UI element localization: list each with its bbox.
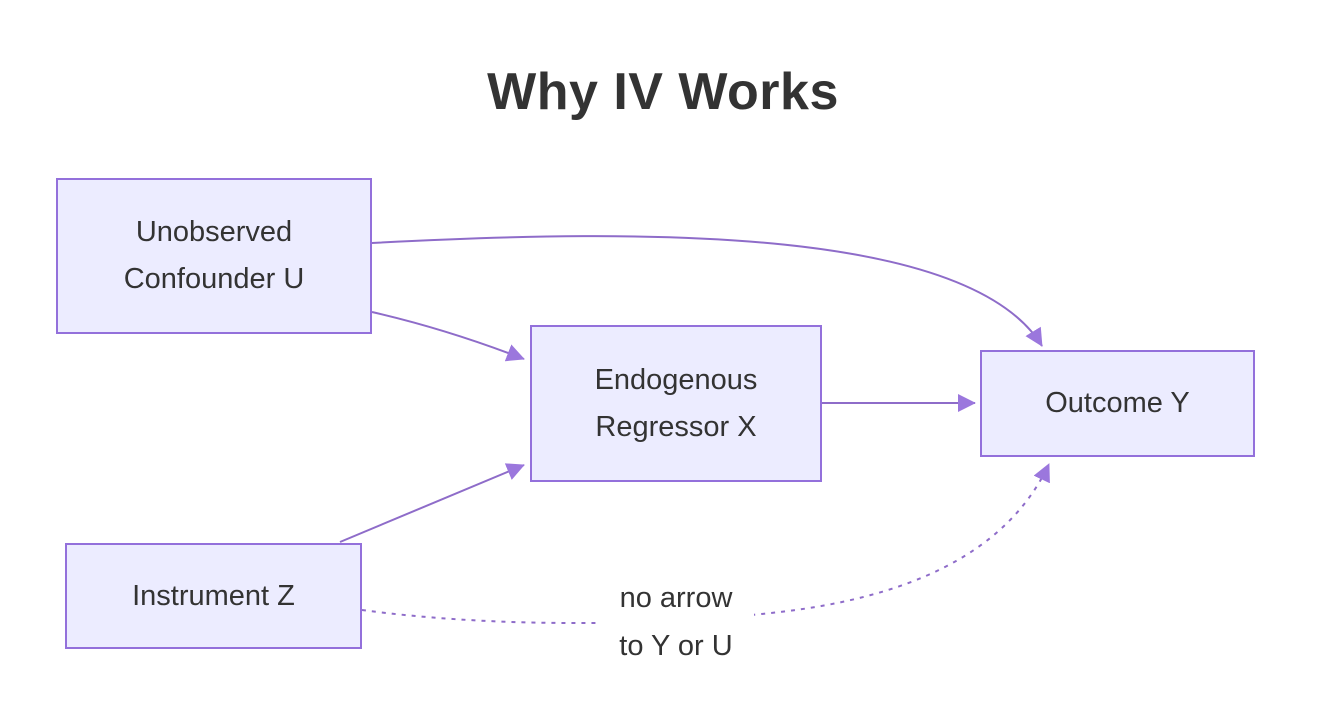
edge-label-line: to Y or U [619, 630, 733, 662]
node-instrument-z: Instrument Z [65, 543, 362, 649]
edge-confounder-to-regressor [371, 311, 525, 362]
node-label-line: Instrument Z [132, 579, 295, 612]
node-label-line: Endogenous [594, 363, 758, 396]
edge-label-no-arrow: no arrow to Y or U [598, 572, 754, 672]
edge-confounder-to-outcome [371, 235, 1043, 347]
node-label-line: Unobserved [135, 216, 293, 248]
node-label-line: Outcome Y [1045, 387, 1190, 419]
node-label-line: Regressor X [595, 410, 757, 443]
diagram-title: Why IV Works [487, 63, 839, 121]
node-label-line: Confounder U [123, 263, 305, 295]
node-unobserved-confounder-u: Unobserved Confounder U [56, 178, 372, 334]
edge-instrument-to-regressor [339, 463, 525, 543]
node-outcome-y: Outcome Y [980, 350, 1255, 457]
edge-label-line: no arrow [619, 582, 733, 614]
node-endogenous-regressor-x: Endogenous Regressor X [530, 325, 822, 482]
